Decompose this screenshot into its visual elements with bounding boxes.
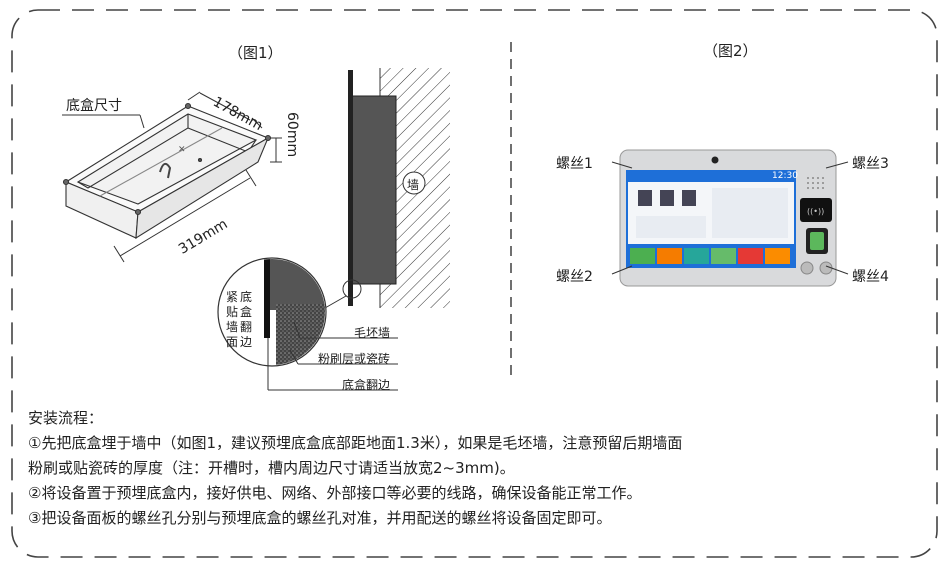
install-steps: 安装流程： ①先把底盒埋于墙中（如图1，建议预埋底盒底部距地面1.3米），如果是… — [28, 406, 928, 531]
figure1-title: （图1） — [228, 44, 283, 62]
wall-label: 墙 — [407, 178, 420, 192]
dashed-frame — [11, 9, 938, 558]
embedded-box — [351, 95, 397, 285]
device-drawing: ((•)) — [619, 149, 837, 287]
screw1-label: 螺丝1 — [556, 156, 593, 172]
box-drawing: ✕ — [62, 102, 272, 240]
install-step1-line2: 粉刷或贴瓷砖的厚度（注：开槽时，槽内周边尺寸请适当放宽2~3mm)。 — [28, 459, 515, 477]
figure2-title: （图2） — [703, 42, 758, 60]
screw2-label: 螺丝2 — [556, 269, 593, 285]
install-step1-line1: ①先把底盒埋于墙中（如图1，建议预埋底盒底部距地面1.3米），如果是毛坯墙，注意… — [28, 434, 683, 452]
device-time: 12:30 — [772, 171, 798, 181]
svg-text:((•)): ((•)) — [807, 207, 824, 216]
install-step3: ③把设备面板的螺丝孔分别与预埋底盒的螺丝孔对准，并用配送的螺丝将设备固定即可。 — [28, 509, 612, 527]
detail-label-col1: 紧贴墙面 — [226, 290, 239, 349]
screw4-label: 螺丝4 — [852, 269, 889, 285]
callout-flange: 底盒翻边 — [342, 378, 391, 392]
box-size-label: 底盒尺寸 — [66, 98, 122, 114]
screw3-label: 螺丝3 — [852, 156, 889, 172]
install-heading: 安装流程： — [28, 409, 104, 427]
dimension-height-label: 60mm — [284, 112, 300, 158]
svg-text:✕: ✕ — [178, 145, 186, 155]
detail-label-col2: 底盒翻边 — [240, 290, 253, 349]
install-step2: ②将设备置于预埋底盒内，接好供电、网络、外部接口等必要的线路，确保设备能正常工作… — [28, 484, 642, 502]
callout-plaster: 粉刷层或瓷砖 — [318, 352, 391, 366]
callout-rough-wall: 毛坯墙 — [354, 326, 391, 340]
